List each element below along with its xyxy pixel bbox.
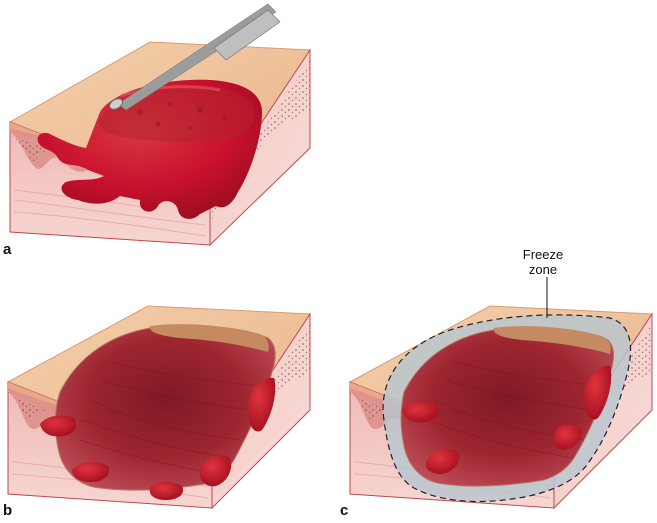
freeze-zone-label-line1: Freeze [522, 247, 564, 262]
tumor-mass [37, 79, 262, 219]
freeze-zone-label: Freeze zone [503, 247, 583, 277]
panel-label-b: b [3, 502, 13, 519]
curette-icon [109, 3, 281, 111]
residual-tumor-b [40, 377, 276, 500]
residual-tumor-c [402, 365, 612, 474]
wound-bed [54, 324, 276, 491]
freeze-zone-label-line2: zone [528, 262, 558, 277]
panel-label-c: c [340, 502, 349, 519]
panel-label-a: a [3, 241, 12, 258]
